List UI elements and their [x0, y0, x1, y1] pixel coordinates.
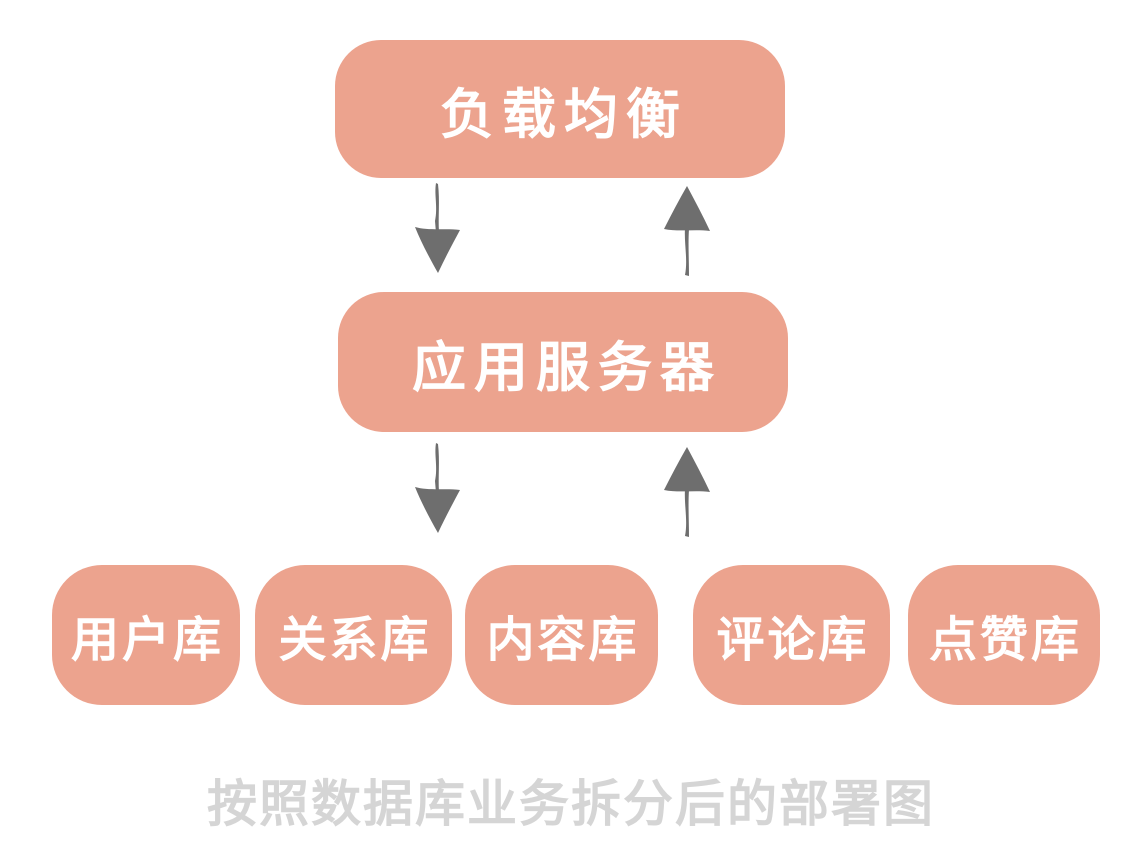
- node-comment-db-label: 评论库: [716, 612, 870, 668]
- node-content-db: 内容库: [465, 565, 658, 705]
- arrow-down-icon: [415, 183, 460, 273]
- node-like-db: 点赞库: [908, 565, 1100, 705]
- node-app-server-label: 应用服务器: [412, 335, 722, 399]
- node-relation-db: 关系库: [255, 565, 452, 705]
- arrow-up-icon: [664, 447, 710, 537]
- node-load-balancer-label: 负载均衡: [440, 82, 688, 146]
- node-comment-db: 评论库: [693, 565, 890, 705]
- arrow-up-icon: [664, 186, 710, 276]
- arrow-down-icon: [415, 443, 460, 533]
- node-like-db-label: 点赞库: [928, 612, 1082, 668]
- node-app-server: 应用服务器: [338, 292, 788, 432]
- node-relation-db-label: 关系库: [278, 612, 432, 668]
- diagram-caption: 按照数据库业务拆分后的部署图: [207, 775, 935, 833]
- node-content-db-label: 内容库: [486, 612, 640, 668]
- node-load-balancer: 负载均衡: [335, 40, 785, 178]
- node-user-db-label: 用户库: [70, 612, 224, 668]
- node-user-db: 用户库: [52, 565, 240, 705]
